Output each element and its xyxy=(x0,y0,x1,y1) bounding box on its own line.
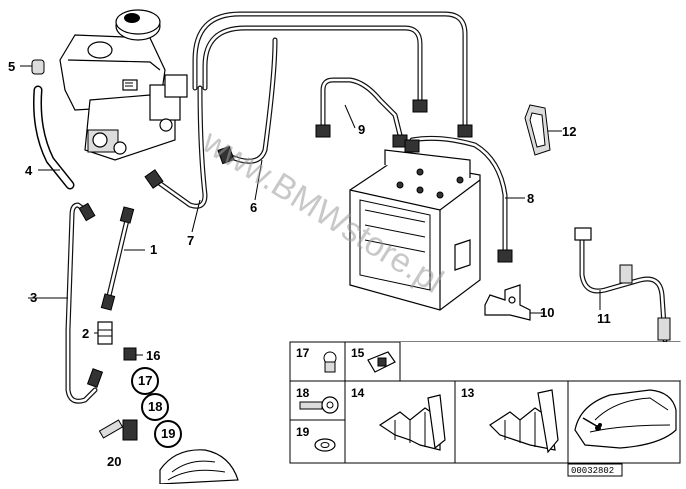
callout-16: 16 xyxy=(146,348,160,363)
inset-label-13: 13 xyxy=(461,386,475,400)
inset-cell-13: 13 xyxy=(461,386,559,454)
pipe-fittings xyxy=(78,99,671,388)
bolt-20 xyxy=(98,419,138,441)
inset-cell-19: 19 xyxy=(296,425,336,452)
bleed-screw-16 xyxy=(123,347,137,361)
circle-part-18 xyxy=(141,393,169,421)
callout-3: 3 xyxy=(30,290,37,305)
brake-pipe-9 xyxy=(320,77,403,138)
abs-bracket-10 xyxy=(484,284,531,321)
inset-label-14: 14 xyxy=(351,386,365,400)
callout-9: 9 xyxy=(358,122,365,137)
callout-11: 11 xyxy=(597,311,611,326)
callout-leader-lines xyxy=(20,65,601,356)
master-cylinder-reservoir xyxy=(59,9,188,161)
callout-10: 10 xyxy=(540,305,554,320)
abs-hydraulic-unit xyxy=(349,149,481,311)
callout-20: 20 xyxy=(107,454,121,469)
brake-hose-1 xyxy=(105,217,130,303)
callout-4: 4 xyxy=(25,163,33,178)
inset-label-18: 18 xyxy=(296,386,310,400)
inset-cell-car xyxy=(574,389,677,449)
inset-cell-15: 15 xyxy=(351,346,396,373)
callout-1: 1 xyxy=(150,242,157,257)
reservoir-cap-5 xyxy=(31,59,45,75)
callout-18: 18 xyxy=(148,399,162,414)
brake-pipe-11 xyxy=(579,237,668,343)
reference-code: 00032802 xyxy=(567,463,623,477)
brake-pipe-upper-loop xyxy=(152,11,468,209)
brake-caliper xyxy=(159,449,239,485)
inset-label-19: 19 xyxy=(296,425,310,439)
circle-part-17 xyxy=(131,367,159,395)
parts-inset-border xyxy=(289,341,682,464)
brake-pipe-8 xyxy=(409,135,508,253)
grommet-12 xyxy=(524,104,551,156)
reservoir-hose-4 xyxy=(33,85,75,190)
inset-cell-14: 14 xyxy=(351,386,446,451)
callout-12: 12 xyxy=(562,124,576,139)
adapter-2 xyxy=(97,321,113,345)
svg-text:00032802: 00032802 xyxy=(571,466,614,476)
inset-label-15: 15 xyxy=(351,346,365,360)
callout-2: 2 xyxy=(82,326,89,341)
brake-pipe-3 xyxy=(65,202,98,404)
callout-7: 7 xyxy=(187,233,194,248)
inset-cell-18: 18 xyxy=(296,386,339,414)
inset-label-17: 17 xyxy=(296,346,310,360)
callout-8: 8 xyxy=(527,191,534,206)
callout-6: 6 xyxy=(250,200,257,215)
callout-19: 19 xyxy=(161,426,175,441)
callout-labels: 5 4 3 1 2 16 17 18 19 20 6 7 8 9 10 11 1… xyxy=(8,59,611,469)
circle-part-19 xyxy=(154,420,182,448)
inset-cell-17: 17 xyxy=(296,346,337,373)
callout-5: 5 xyxy=(8,59,15,74)
callout-17: 17 xyxy=(138,373,152,388)
